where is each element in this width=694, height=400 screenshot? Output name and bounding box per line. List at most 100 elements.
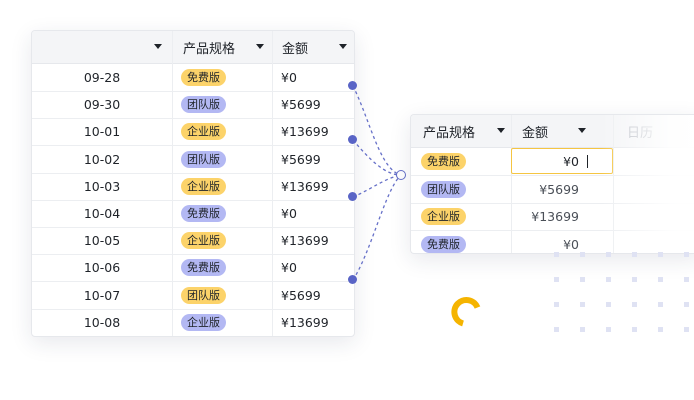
amount-cell[interactable]: ¥0 — [272, 254, 354, 281]
chevron-down-icon[interactable] — [339, 44, 347, 49]
table-row[interactable]: 免费版¥0 — [411, 231, 694, 254]
table-row[interactable]: 企业版 ¥13699 — [411, 203, 694, 231]
amount-text: ¥5699 — [281, 151, 321, 167]
amount-cell[interactable]: ¥5699 — [272, 282, 354, 309]
amount-text: ¥5699 — [281, 287, 321, 303]
table-row[interactable]: 10-05 企业版¥13699 — [32, 227, 354, 256]
amount-cell[interactable]: ¥13699 — [272, 118, 354, 145]
grid-dot — [580, 302, 585, 307]
spec-cell[interactable]: 企业版 — [172, 309, 272, 336]
grid-dot — [684, 302, 689, 307]
header-date-column[interactable] — [32, 31, 172, 63]
date-cell[interactable]: 10-01 — [32, 118, 172, 145]
grid-dot — [606, 302, 611, 307]
date-cell[interactable]: 10-05 — [32, 227, 172, 254]
grid-dot — [684, 277, 689, 282]
chevron-down-icon[interactable] — [578, 128, 586, 133]
spec-cell[interactable]: 团队版 — [172, 282, 272, 309]
spec-cell[interactable]: 企业版 — [411, 203, 511, 230]
spec-cell[interactable]: 免费版 — [172, 254, 272, 281]
spec-cell[interactable]: 团队版 — [172, 146, 272, 173]
amount-text: ¥0 — [281, 260, 297, 276]
spec-cell[interactable]: 企业版 — [172, 227, 272, 254]
spec-cell[interactable]: 企业版 — [172, 118, 272, 145]
grid-dot — [606, 327, 611, 332]
spec-cell[interactable]: 免费版 — [172, 200, 272, 227]
header-amount-column[interactable]: 金额 — [511, 115, 613, 147]
amount-text: ¥13699 — [281, 314, 329, 330]
amount-input-focused[interactable]: ¥0 — [511, 148, 613, 174]
amount-cell[interactable]: ¥5699 — [511, 176, 613, 203]
grid-dot — [580, 252, 585, 257]
grid-dot — [632, 277, 637, 282]
chevron-down-icon[interactable] — [256, 44, 264, 49]
amount-cell[interactable]: ¥5699 — [272, 91, 354, 118]
table-row[interactable]: 10-06 免费版 ¥0 — [32, 254, 354, 283]
spec-cell[interactable]: 团队版 — [411, 176, 511, 203]
table-row[interactable]: 10-08 企业版 ¥13699 — [32, 309, 354, 336]
spec-cell[interactable]: 免费版 — [172, 64, 272, 91]
decorative-dot-grid — [550, 248, 694, 338]
spec-tag: 企业版 — [181, 313, 226, 331]
spec-tag: 企业版 — [421, 208, 466, 225]
amount-cell[interactable]: ¥5699 — [272, 146, 354, 173]
amount-cell[interactable]: ¥13699 — [511, 203, 613, 230]
spec-cell[interactable]: 免费版 — [411, 148, 511, 175]
amount-text: ¥5699 — [539, 181, 579, 197]
amount-cell[interactable]: ¥0 — [511, 231, 613, 254]
grid-dot — [554, 252, 559, 257]
spec-cell[interactable]: 企业版 — [172, 173, 272, 200]
amount-cell[interactable]: ¥13699 — [272, 309, 354, 336]
spec-tag: 免费版 — [181, 259, 226, 277]
link-dot[interactable] — [348, 135, 357, 144]
link-hub[interactable] — [396, 170, 406, 180]
date-text: 10-08 — [83, 314, 121, 330]
amount-cell[interactable]: ¥0 — [272, 64, 354, 91]
date-cell[interactable]: 10-08 — [32, 309, 172, 336]
grid-dot — [658, 252, 663, 257]
link-dot[interactable] — [348, 192, 357, 201]
grid-dot — [658, 302, 663, 307]
header-spec-column[interactable]: 产品规格 — [411, 115, 511, 147]
link-dot[interactable] — [348, 275, 357, 284]
amount-cell[interactable]: ¥0 — [272, 200, 354, 227]
date-text: 09-28 — [83, 70, 121, 85]
date-cell[interactable]: 10-04 — [32, 200, 172, 227]
amount-cell[interactable]: ¥13699 — [272, 227, 354, 254]
date-cell[interactable]: 10-06 — [32, 254, 172, 281]
date-text: 10-05 — [83, 233, 121, 249]
chevron-down-icon[interactable] — [497, 128, 505, 133]
amount-text: ¥13699 — [281, 124, 329, 140]
header-amount-column[interactable]: 金额 — [272, 31, 354, 63]
table-row[interactable]: 09-30 团队版 ¥5699 — [32, 91, 354, 120]
date-cell[interactable]: 10-07 — [32, 282, 172, 309]
grid-dot — [658, 277, 663, 282]
amount-cell[interactable]: ¥13699 — [272, 173, 354, 200]
table-row[interactable]: 09-28 免费版¥0 — [32, 64, 354, 92]
grid-dot — [606, 252, 611, 257]
date-cell[interactable]: 10-02 — [32, 146, 172, 173]
spec-cell[interactable]: 免费版 — [411, 231, 511, 254]
grid-dot — [554, 327, 559, 332]
date-cell[interactable]: 09-28 — [32, 64, 172, 91]
date-text: 10-07 — [83, 287, 121, 303]
header-spec-column[interactable]: 产品规格 — [172, 31, 272, 63]
table-row[interactable]: 团队版 ¥5699 — [411, 176, 694, 204]
grid-dot — [580, 327, 585, 332]
grid-dot — [632, 302, 637, 307]
spec-tag: 团队版 — [181, 96, 226, 114]
date-cell[interactable]: 09-30 — [32, 91, 172, 118]
spec-cell[interactable]: 团队版 — [172, 91, 272, 118]
chevron-down-icon[interactable] — [154, 44, 162, 49]
table-row[interactable]: 10-07 团队版 ¥5699 — [32, 282, 354, 310]
date-cell[interactable]: 10-03 — [32, 173, 172, 200]
table-row[interactable]: 免费版¥0 — [411, 148, 694, 176]
link-dot[interactable] — [348, 81, 357, 90]
grid-dot — [554, 277, 559, 282]
